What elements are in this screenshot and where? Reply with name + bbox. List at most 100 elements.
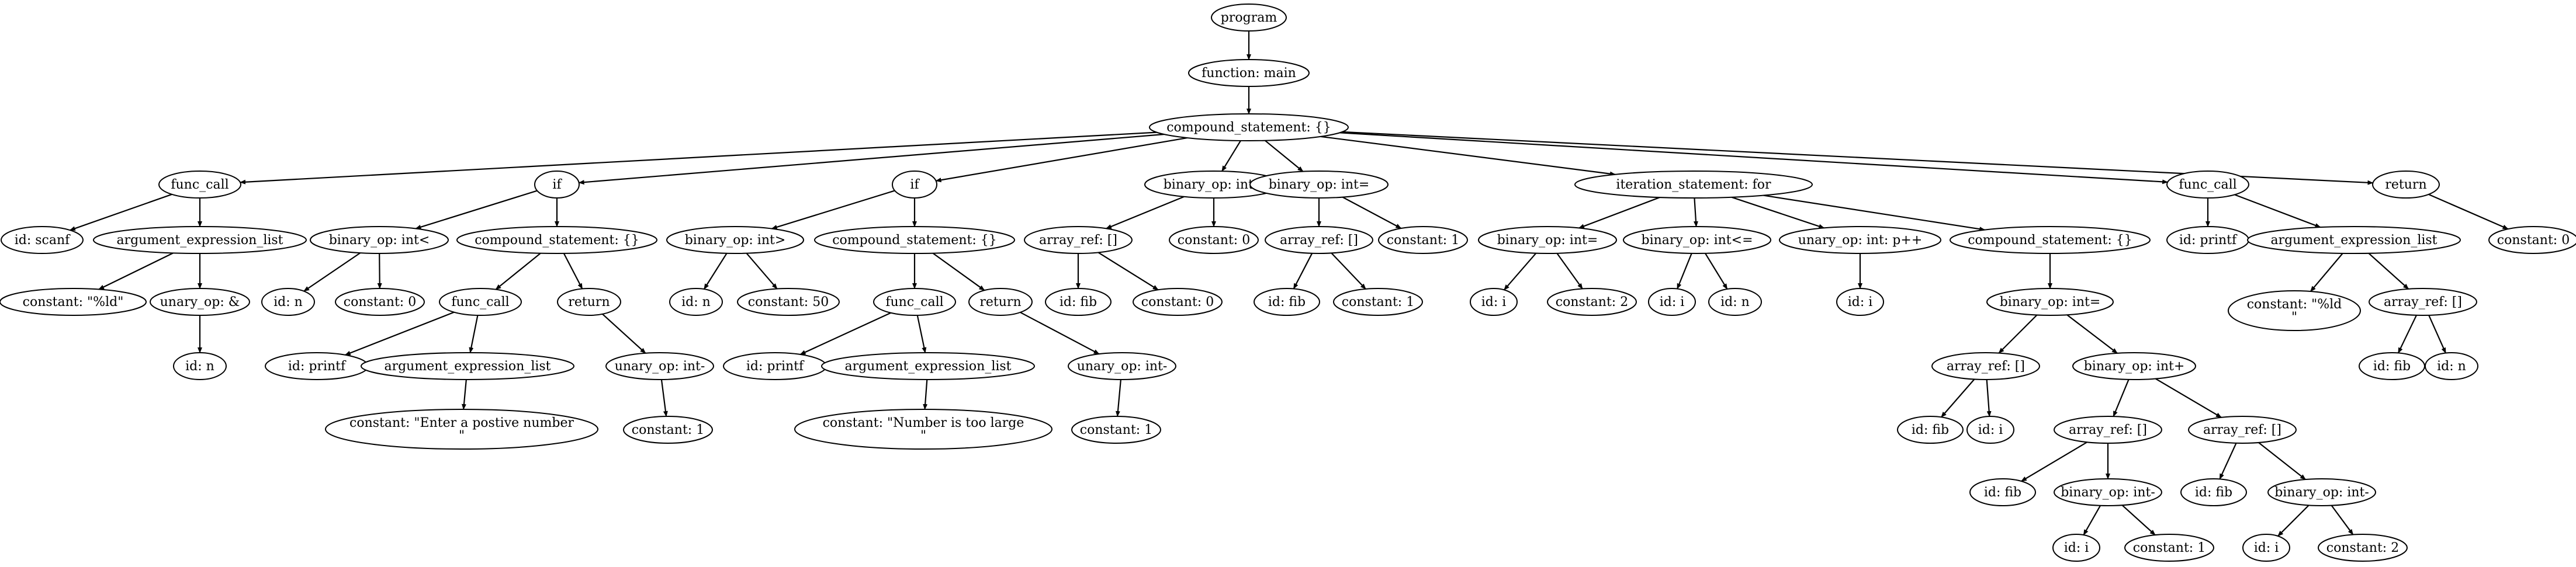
node-label: id: i bbox=[2064, 541, 2089, 555]
node-ellipse bbox=[2072, 352, 2196, 380]
edge-n2-n5 bbox=[935, 137, 1187, 183]
tree-node-binary-op-int: binary_op: int> bbox=[666, 226, 804, 254]
node-ellipse bbox=[93, 226, 307, 254]
edge-n7-n20 bbox=[1342, 196, 1402, 229]
tree-node-binary-op-int: binary_op: int< bbox=[310, 226, 449, 254]
edge-n68-n71 bbox=[2219, 443, 2237, 480]
edge-n32-n51 bbox=[344, 311, 455, 356]
edge-n17-n39 bbox=[1097, 252, 1159, 291]
tree-node-unary-op: unary_op: & bbox=[150, 288, 250, 316]
tree-node-constant-1: constant: 1 bbox=[1378, 226, 1468, 254]
node-ellipse bbox=[669, 288, 723, 316]
node-label: compound_statement: {} bbox=[475, 233, 639, 248]
node-ellipse bbox=[2180, 478, 2247, 506]
tree-node-if: if bbox=[892, 171, 937, 199]
tree-node-id-i: id: i bbox=[2052, 534, 2100, 562]
tree-node-id-fib: id: fib bbox=[2180, 478, 2247, 506]
node-label: binary_op: int+ bbox=[2084, 359, 2185, 374]
node-label: array_ref: [] bbox=[2384, 295, 2462, 309]
node-ellipse bbox=[1265, 226, 1373, 254]
tree-node-id-fib: id: fib bbox=[1969, 478, 2036, 506]
tree-node-program: program bbox=[1211, 4, 1287, 32]
tree-node-unary-op-int: unary_op: int- bbox=[1068, 352, 1176, 380]
node-label: id: i bbox=[1660, 295, 1685, 309]
edge-n22-n45 bbox=[1705, 253, 1728, 290]
edge-n47-n57 bbox=[1998, 314, 2038, 354]
tree-node-func-call: func_call bbox=[873, 288, 956, 316]
node-label: id: fib bbox=[1912, 423, 1949, 437]
node-ellipse bbox=[1188, 59, 1310, 87]
edge-n49-n60 bbox=[2428, 315, 2447, 354]
tree-node-constant-0: constant: 0 bbox=[335, 288, 425, 316]
node-label: id: i bbox=[1978, 423, 2003, 437]
edge-n36-n54 bbox=[799, 312, 891, 355]
node-ellipse bbox=[1254, 288, 1320, 316]
node-ellipse bbox=[1133, 288, 1223, 316]
edge-n52-n61 bbox=[461, 379, 467, 410]
node-label: binary_op: int= bbox=[1164, 178, 1265, 192]
node-label: return bbox=[568, 295, 610, 309]
tree-node-id-n: id: n bbox=[261, 288, 315, 316]
tree-node-id-printf: id: printf bbox=[265, 352, 369, 380]
node-ellipse bbox=[1, 226, 84, 254]
edge-n8-n21 bbox=[1578, 197, 1660, 229]
edge-n57-n65 bbox=[1941, 378, 1975, 418]
node-ellipse bbox=[1149, 113, 1349, 141]
node-label: constant: 50 bbox=[748, 295, 829, 309]
node-ellipse bbox=[794, 409, 1052, 450]
node-ellipse bbox=[158, 171, 241, 199]
tree-node-constant-1: constant: 1 bbox=[1071, 416, 1161, 444]
edge-n2-n9 bbox=[1339, 132, 2169, 185]
tree-node-id-i: id: i bbox=[1966, 416, 2014, 444]
node-label: constant: "%ld" bbox=[2247, 297, 2342, 325]
edge-n26-n49 bbox=[2368, 252, 2409, 290]
tree-node-argument-expression-list: argument_expression_list bbox=[2247, 226, 2461, 254]
node-label: constant: 1 bbox=[1080, 423, 1152, 437]
node-ellipse bbox=[1836, 288, 1884, 316]
node-ellipse bbox=[2054, 478, 2162, 506]
edge-n58-n68 bbox=[2155, 378, 2222, 418]
node-ellipse bbox=[2425, 352, 2478, 380]
node-label: constant: 1 bbox=[1342, 295, 1414, 309]
tree-node-constant-1: constant: 1 bbox=[623, 416, 713, 444]
node-ellipse bbox=[1986, 288, 2114, 316]
node-label: argument_expression_list bbox=[384, 359, 550, 374]
node-label: constant: 0 bbox=[1178, 233, 1250, 248]
tree-node-binary-op-int: binary_op: int+ bbox=[2072, 352, 2196, 380]
node-label: constant: "%ld" bbox=[23, 295, 124, 309]
edge-n72-n76 bbox=[2331, 505, 2354, 535]
tree-node-array-ref: array_ref: [] bbox=[2369, 288, 2477, 316]
node-label: id: n bbox=[681, 295, 711, 309]
tree-node-binary-op-int: binary_op: int= bbox=[1144, 171, 1283, 199]
edge-n32-n52 bbox=[469, 315, 479, 353]
tree-node-id-n: id: n bbox=[173, 352, 227, 380]
node-label: compound_statement: {} bbox=[1166, 120, 1331, 135]
node-ellipse bbox=[1950, 226, 2151, 254]
node-label: binary_op: int> bbox=[685, 233, 786, 248]
node-ellipse bbox=[1071, 416, 1161, 444]
tree-node-return: return bbox=[2372, 171, 2440, 199]
node-label: id: fib bbox=[2373, 359, 2411, 374]
edge-n19-n40 bbox=[1293, 253, 1313, 290]
node-ellipse bbox=[2188, 416, 2297, 444]
node-label: iteration_statement: for bbox=[1616, 178, 1771, 192]
tree-node-id-scanf: id: scanf bbox=[1, 226, 84, 254]
tree-node-func-call: func_call bbox=[439, 288, 522, 316]
tree-node-binary-op-int: binary_op: int= bbox=[1986, 288, 2114, 316]
tree-node-argument-expression-list: argument_expression_list bbox=[93, 226, 307, 254]
edge-n3-n11 bbox=[69, 193, 172, 231]
edge-n16-n37 bbox=[932, 252, 985, 291]
node-label: constant: 2 bbox=[1556, 295, 1628, 309]
tree-node-id-i: id: i bbox=[1836, 288, 1884, 316]
tree-node-constant-number-is-too-large: constant: "Number is too large" bbox=[794, 409, 1052, 450]
node-label: id: printf bbox=[2179, 233, 2238, 248]
edge-n13-n30 bbox=[303, 252, 361, 292]
tree-node-if: if bbox=[534, 171, 580, 199]
edge-n2-n4 bbox=[578, 133, 1165, 185]
tree-node-constant-enter-a-postive-number: constant: "Enter a postive number" bbox=[325, 409, 598, 450]
node-ellipse bbox=[1211, 4, 1287, 32]
node-ellipse bbox=[1333, 288, 1423, 316]
edges-layer bbox=[69, 31, 2509, 537]
node-label: function: main bbox=[1202, 66, 1296, 81]
